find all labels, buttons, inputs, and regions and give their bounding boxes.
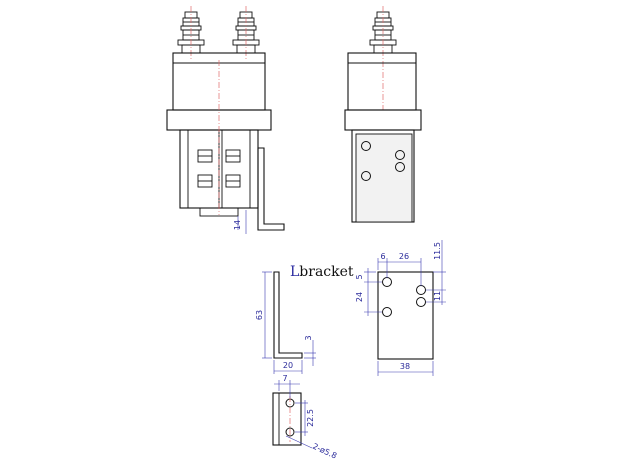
bracket-foot	[272, 392, 302, 446]
bracket-plate-view: 6 26 11.5 11 5 24 38	[355, 240, 446, 376]
bracket-profile	[273, 271, 303, 359]
side-bracket-plate	[355, 133, 413, 223]
dim-11-5: 11.5	[433, 242, 442, 260]
bracket-title-accent: L	[290, 264, 299, 280]
dim-20: 20	[283, 361, 293, 370]
side-hole-1	[361, 141, 371, 151]
side-flange	[344, 109, 422, 131]
dim-63: 63	[255, 310, 264, 320]
dim-holes: 2-ø5.8	[311, 442, 338, 460]
plate-hole-4	[416, 297, 426, 307]
plate-hole-2	[382, 307, 392, 317]
side-hole-4	[395, 162, 405, 172]
bracket-plate	[377, 271, 434, 360]
front-view: 14	[166, 6, 285, 234]
dim-6: 6	[380, 252, 385, 261]
bracket-profile-view: 63 3 20	[255, 271, 316, 374]
side-cap	[347, 52, 417, 111]
bracket-foot-view: 7 22.5 2-ø5.8	[272, 374, 338, 460]
dim-3: 3	[304, 335, 313, 340]
plate-hole-3	[416, 285, 426, 295]
dim-7: 7	[282, 374, 287, 383]
foot-hole-2	[285, 427, 295, 437]
dim-11: 11	[433, 291, 442, 301]
front-bracket	[257, 147, 285, 231]
dim-24: 24	[355, 292, 364, 302]
side-view	[344, 6, 422, 223]
dim-5: 5	[355, 274, 364, 279]
aux-contacts	[197, 149, 241, 188]
side-hole-2	[361, 171, 371, 181]
dim-26: 26	[399, 252, 409, 261]
dim-22-5: 22.5	[306, 409, 315, 427]
side-hole-3	[395, 150, 405, 160]
dim-38: 38	[400, 362, 410, 371]
plate-hole-1	[382, 277, 392, 287]
bracket-title-rest: bracket	[299, 264, 354, 280]
bracket-title: Lbracket	[290, 264, 354, 280]
dim-14: 14	[233, 220, 242, 230]
